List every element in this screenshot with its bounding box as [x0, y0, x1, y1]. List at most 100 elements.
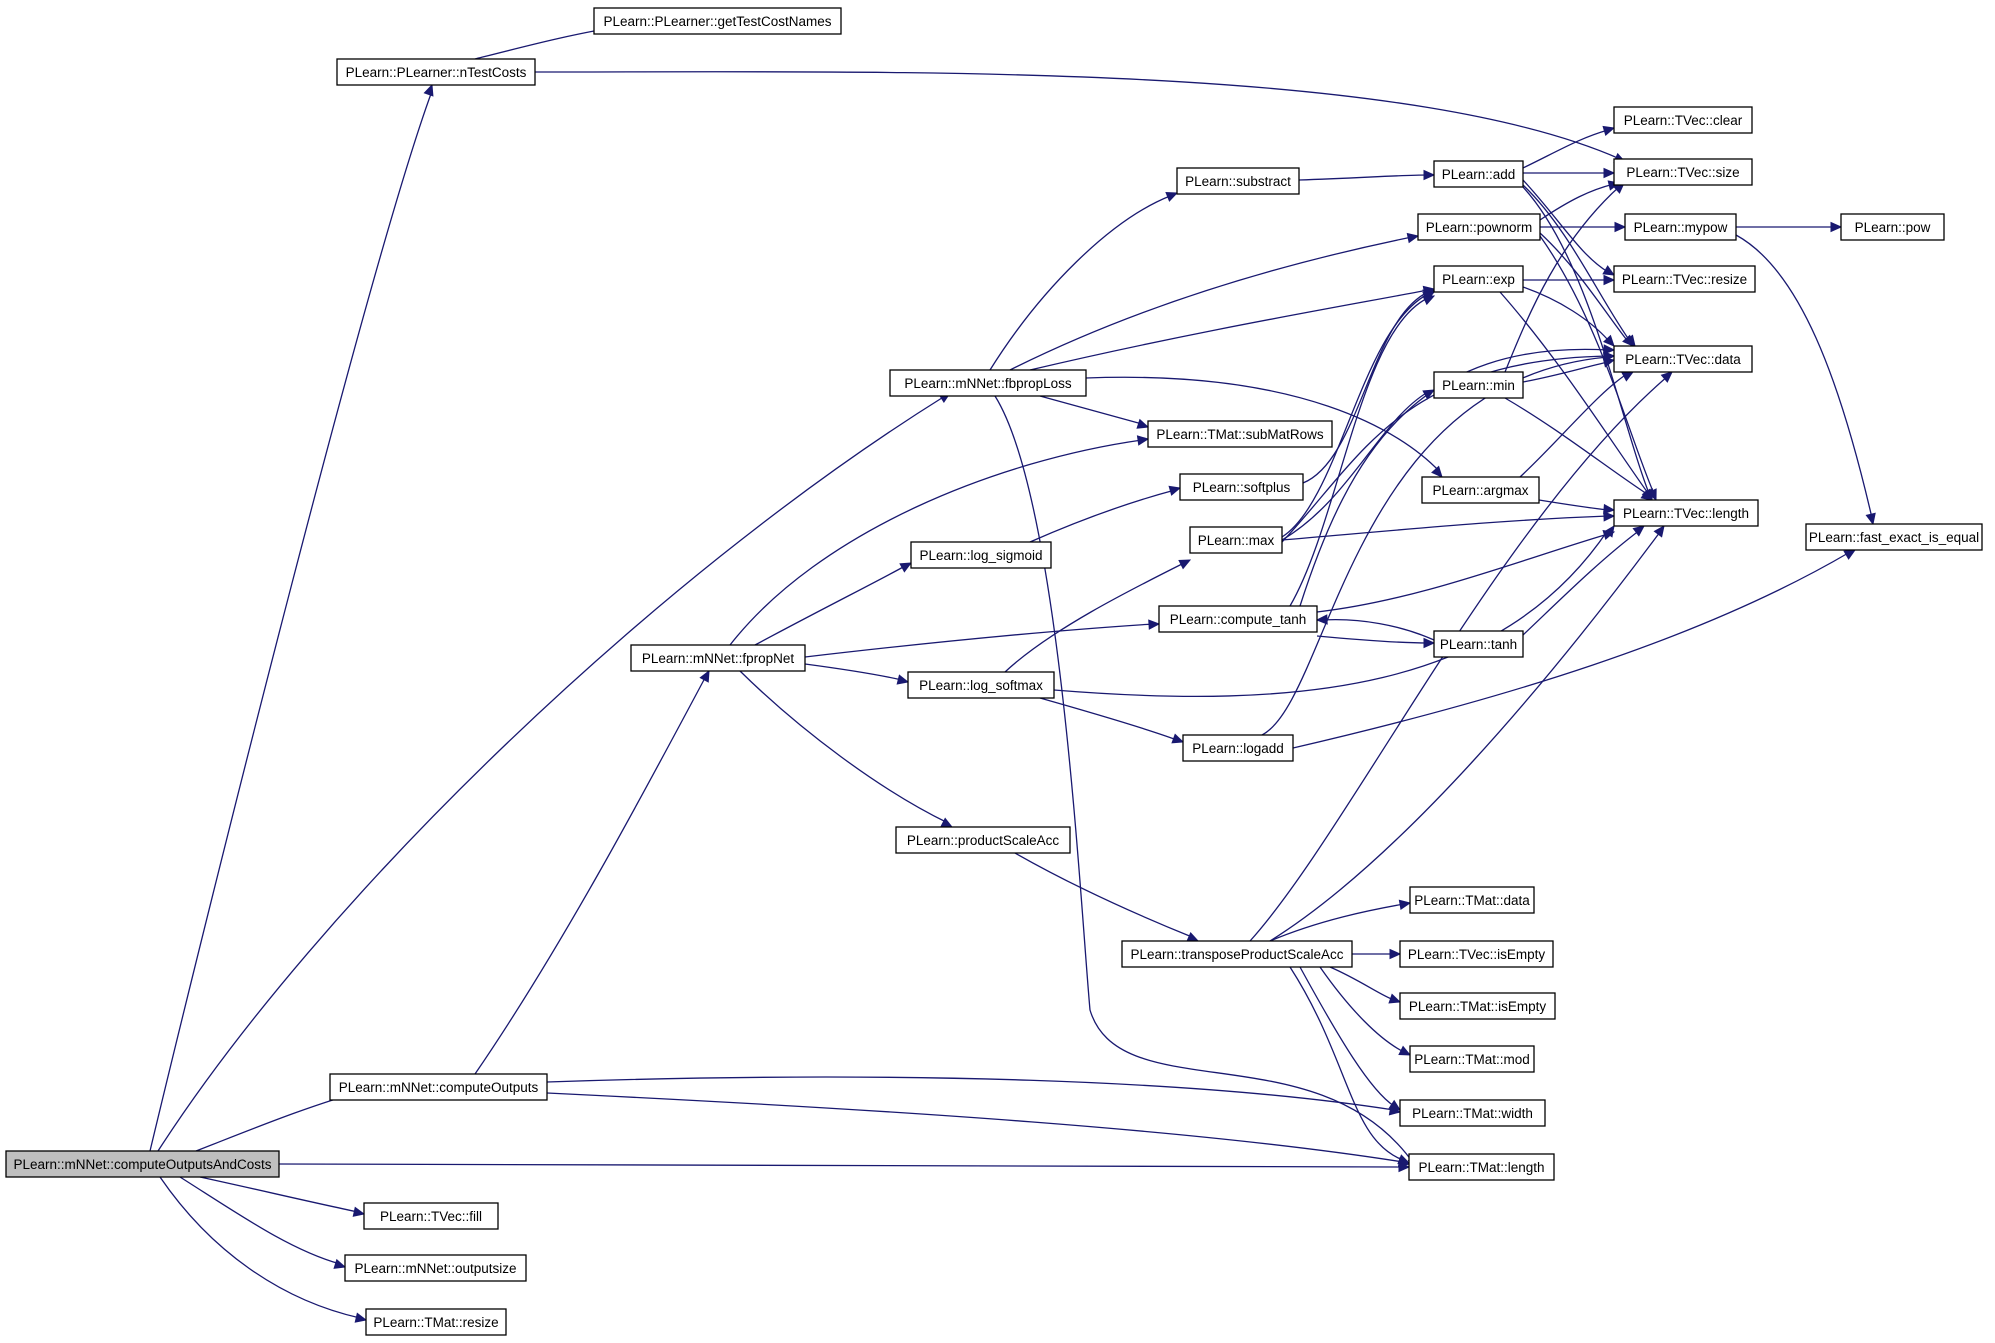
node-mypow[interactable]: PLearn::mypow	[1624, 213, 1737, 241]
arrowhead-argmax-tveclength	[1603, 503, 1616, 515]
arrowhead-root-ntestcosts	[423, 83, 434, 97]
arrowhead-fbproploss-argmax	[1431, 465, 1443, 478]
node-log-sigmoid[interactable]: PLearn::log_sigmoid	[910, 541, 1052, 569]
node-box	[1613, 265, 1756, 293]
node-label: PLearn::mNNet::computeOutputs	[339, 1080, 539, 1095]
edge-max-tveclength	[1281, 515, 1609, 541]
edge-softplus-exp	[1302, 291, 1429, 484]
node-getTestCostNames[interactable]: PLearn::PLearner::getTestCostNames	[593, 7, 842, 35]
node-tvec-length[interactable]: PLearn::TVec::length	[1613, 499, 1759, 527]
arrowhead-transpose-tmatmod	[1398, 1045, 1412, 1056]
edge-computeoutputs-tmatwidth	[546, 1076, 1395, 1111]
node-label: PLearn::PLearner::nTestCosts	[346, 65, 527, 80]
node-label: PLearn::TMat::isEmpty	[1409, 999, 1547, 1014]
node-substract[interactable]: PLearn::substract	[1176, 167, 1300, 195]
edge-min-tvecsize	[1504, 185, 1621, 373]
edge-root-tmatresize	[159, 1176, 361, 1319]
arrowhead-computeoutputs-fpropnet	[699, 669, 710, 683]
node-box	[1433, 160, 1524, 188]
edge-add-tvecresize	[1522, 179, 1609, 273]
arrowhead-root-tvecfill	[352, 1206, 366, 1217]
node-productScaleAcc[interactable]: PLearn::productScaleAcc	[895, 826, 1071, 854]
node-box	[1624, 213, 1737, 241]
node-box	[1399, 1099, 1546, 1127]
node-logadd[interactable]: PLearn::logadd	[1182, 734, 1294, 762]
node-label: PLearn::pow	[1855, 220, 1931, 235]
node-box	[344, 1254, 527, 1282]
edge-tanh-computetanh	[1322, 619, 1435, 641]
node-tmat-length[interactable]: PLearn::TMat::length	[1408, 1153, 1555, 1181]
node-label: PLearn::add	[1442, 167, 1516, 182]
node-computeOutputs[interactable]: PLearn::mNNet::computeOutputs	[329, 1073, 548, 1101]
node-fpropNet[interactable]: PLearn::mNNet::fpropNet	[630, 644, 806, 672]
edge-logsoftmax-max	[1004, 562, 1185, 673]
arrowhead-computetanh-exp	[1422, 295, 1436, 306]
node-tvec-clear[interactable]: PLearn::TVec::clear	[1613, 106, 1753, 134]
edge-transpose-tvecdata	[1249, 375, 1669, 942]
node-outputsize[interactable]: PLearn::mNNet::outputsize	[344, 1254, 527, 1282]
arrowhead-fpropnet-logsoftmax	[896, 674, 910, 685]
node-nTestCosts[interactable]: PLearn::PLearner::nTestCosts	[336, 58, 536, 86]
node-tvec-resize[interactable]: PLearn::TVec::resize	[1613, 265, 1756, 293]
arrowhead-transpose-tveclength	[1653, 525, 1665, 538]
node-tmat-isEmpty[interactable]: PLearn::TMat::isEmpty	[1399, 992, 1556, 1020]
node-label: PLearn::TMat::length	[1418, 1160, 1544, 1175]
edge-argmax-tveclength	[1538, 499, 1609, 511]
arrowhead-logsoftmax-logadd	[1171, 733, 1185, 744]
node-box	[336, 58, 536, 86]
node-min[interactable]: PLearn::min	[1433, 371, 1524, 399]
arrowhead-fpropnet-computetanh	[1148, 619, 1161, 630]
node-tvec-fill[interactable]: PLearn::TVec::fill	[363, 1202, 499, 1230]
edge-transpose-tmatdata	[1269, 903, 1405, 942]
arrowhead-logadd-tvecdata	[1603, 351, 1616, 363]
node-box	[630, 644, 806, 672]
node-compute-tanh[interactable]: PLearn::compute_tanh	[1158, 605, 1318, 633]
node-tanh[interactable]: PLearn::tanh	[1433, 630, 1524, 658]
edge-computetanh-tvecdata	[1299, 348, 1609, 607]
node-add[interactable]: PLearn::add	[1433, 160, 1524, 188]
node-tmat-width[interactable]: PLearn::TMat::width	[1399, 1099, 1546, 1127]
edge-computeoutputs-fpropnet	[474, 675, 707, 1075]
edge-max-exp	[1281, 293, 1429, 538]
node-tvec-data[interactable]: PLearn::TVec::data	[1613, 345, 1753, 373]
node-pownorm[interactable]: PLearn::pownorm	[1417, 213, 1541, 241]
node-tvec-isEmpty[interactable]: PLearn::TVec::isEmpty	[1399, 940, 1554, 968]
arrowhead-transpose-tmatdata	[1398, 899, 1412, 911]
node-pow[interactable]: PLearn::pow	[1840, 213, 1945, 241]
node-max[interactable]: PLearn::max	[1189, 526, 1283, 554]
node-box	[5, 1150, 280, 1178]
arrowhead-fpropnet-submatrows	[1136, 435, 1150, 446]
edge-min-tvecdata	[1522, 361, 1609, 383]
edge-logadd-fastexact	[1292, 551, 1851, 749]
node-fbpropLoss[interactable]: PLearn::mNNet::fbpropLoss	[889, 369, 1087, 397]
edge-computeoutputs-tmatlength	[546, 1092, 1404, 1163]
node-label: PLearn::TVec::resize	[1622, 272, 1747, 287]
node-tmat-resize[interactable]: PLearn::TMat::resize	[365, 1308, 507, 1336]
edge-root-tmatlength	[278, 1163, 1404, 1168]
node-fast-exact-is-equal[interactable]: PLearn::fast_exact_is_equal	[1805, 523, 1983, 551]
arrowhead-add-tvecsize	[1603, 167, 1616, 179]
node-log-softmax[interactable]: PLearn::log_softmax	[907, 671, 1055, 699]
node-tvec-size[interactable]: PLearn::TVec::size	[1613, 158, 1753, 186]
arrowhead-logsoftmax-tveclength	[1603, 524, 1615, 538]
node-subMatRows[interactable]: PLearn::TMat::subMatRows	[1147, 420, 1333, 448]
node-tmat-mod[interactable]: PLearn::TMat::mod	[1409, 1045, 1535, 1073]
node-softplus[interactable]: PLearn::softplus	[1179, 473, 1304, 501]
node-label: PLearn::mNNet::fbpropLoss	[904, 376, 1072, 391]
node-tmat-data[interactable]: PLearn::TMat::data	[1409, 886, 1535, 914]
call-edges	[149, 20, 1876, 1323]
node-label: PLearn::TVec::fill	[380, 1209, 482, 1224]
node-transposeProductScaleAcc[interactable]: PLearn::transposeProductScaleAcc	[1121, 940, 1353, 968]
node-box	[365, 1308, 507, 1336]
node-computeOutputsAndCosts[interactable]: PLearn::mNNet::computeOutputsAndCosts	[5, 1150, 280, 1178]
node-label: PLearn::TVec::data	[1625, 352, 1741, 367]
call-nodes: PLearn::mNNet::computeOutputsAndCostsPLe…	[5, 7, 1983, 1336]
node-box	[1399, 940, 1554, 968]
edge-logadd-tvecdata	[1261, 356, 1609, 736]
edge-fpropnet-productscaleacc	[739, 670, 949, 824]
node-exp[interactable]: PLearn::exp	[1433, 265, 1524, 293]
node-box	[1433, 265, 1524, 293]
node-argmax[interactable]: PLearn::argmax	[1421, 476, 1540, 504]
arrowhead-argmax-tvecdata	[1621, 371, 1635, 382]
